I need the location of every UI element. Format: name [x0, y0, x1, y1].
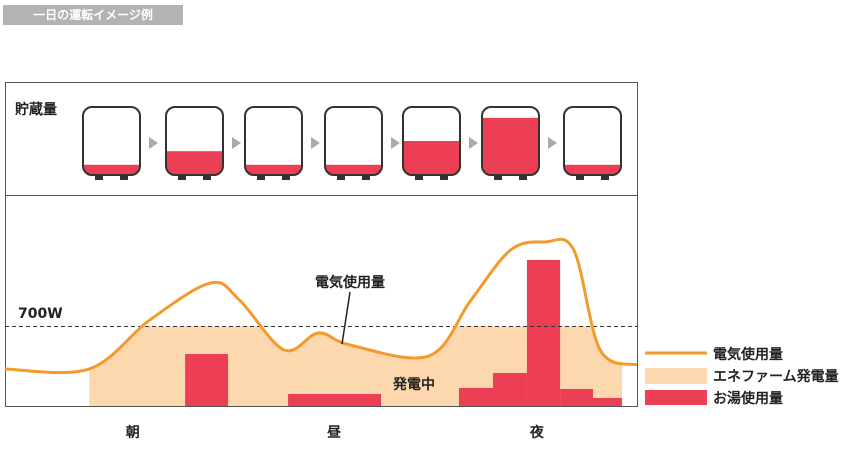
tank-body	[563, 106, 622, 176]
tank-body	[402, 106, 461, 176]
tank-foot	[178, 175, 186, 180]
tank-fill-level	[245, 164, 302, 175]
tank-foot	[440, 175, 448, 180]
legend-swatch-hot-water	[645, 390, 707, 405]
x-tick-noon: 昼	[327, 425, 341, 441]
tank-foot	[576, 175, 584, 180]
storage-tank	[244, 106, 303, 180]
tank-foot	[362, 175, 370, 180]
storage-tank	[481, 106, 540, 180]
hot-water-bars	[185, 259, 622, 406]
generating-label: 発電中	[392, 376, 435, 393]
diagram-frame	[5, 82, 638, 407]
tank-body	[324, 106, 383, 176]
tank-foot	[494, 175, 502, 180]
hot-water-bar	[560, 388, 594, 406]
legend: 電気使用量 エネファーム発電量 お湯使用量	[645, 346, 839, 407]
page-title: 一日の運転イメージ例	[3, 5, 183, 25]
hot-water-bar	[458, 387, 493, 406]
legend-hot-water: お湯使用量	[713, 390, 783, 407]
tank-fill-level	[403, 141, 460, 175]
tank-row	[82, 106, 622, 180]
legend-generation: エネファーム発電量	[713, 368, 839, 385]
electricity-curve	[4, 237, 638, 375]
hot-water-bar	[492, 372, 527, 406]
storage-tank	[402, 106, 461, 180]
arrow-right-icon	[548, 137, 557, 149]
tank-foot	[337, 175, 345, 180]
tank-body	[481, 106, 540, 176]
tank-foot	[203, 175, 211, 180]
storage-tank	[82, 106, 141, 180]
hot-water-bar	[593, 398, 622, 406]
tank-fill-level	[564, 164, 621, 175]
tank-body	[82, 106, 141, 176]
tank-foot	[415, 175, 423, 180]
legend-electricity: 電気使用量	[713, 346, 783, 363]
tank-foot	[95, 175, 103, 180]
storage-tank	[324, 106, 383, 180]
arrow-right-icon	[469, 137, 478, 149]
tank-foot	[120, 175, 128, 180]
storage-tank	[165, 106, 224, 180]
tank-foot	[601, 175, 609, 180]
hot-water-bar	[288, 394, 382, 406]
arrow-right-icon	[149, 137, 158, 149]
tank-foot	[282, 175, 290, 180]
hot-water-bar	[526, 259, 561, 406]
storage-label: 貯蔵量	[15, 101, 57, 118]
hot-water-bar	[185, 354, 229, 406]
tank-fill-level	[166, 151, 223, 175]
tank-fill-level	[325, 164, 382, 175]
threshold-label: 700W	[18, 306, 63, 322]
legend-swatch-generation	[645, 368, 707, 384]
tank-foot	[519, 175, 527, 180]
storage-tank	[563, 106, 622, 180]
tank-body	[165, 106, 224, 176]
arrow-right-icon	[391, 137, 400, 149]
curve-label: 電気使用量	[315, 274, 385, 291]
tank-foot	[257, 175, 265, 180]
tank-body	[244, 106, 303, 176]
tank-fill-level	[83, 164, 140, 175]
x-tick-night: 夜	[529, 424, 545, 441]
tank-fill-level	[482, 117, 539, 175]
arrow-right-icon	[232, 137, 241, 149]
arrow-right-icon	[311, 137, 320, 149]
curve-leader-line	[341, 291, 351, 345]
x-tick-morning: 朝	[126, 424, 140, 441]
